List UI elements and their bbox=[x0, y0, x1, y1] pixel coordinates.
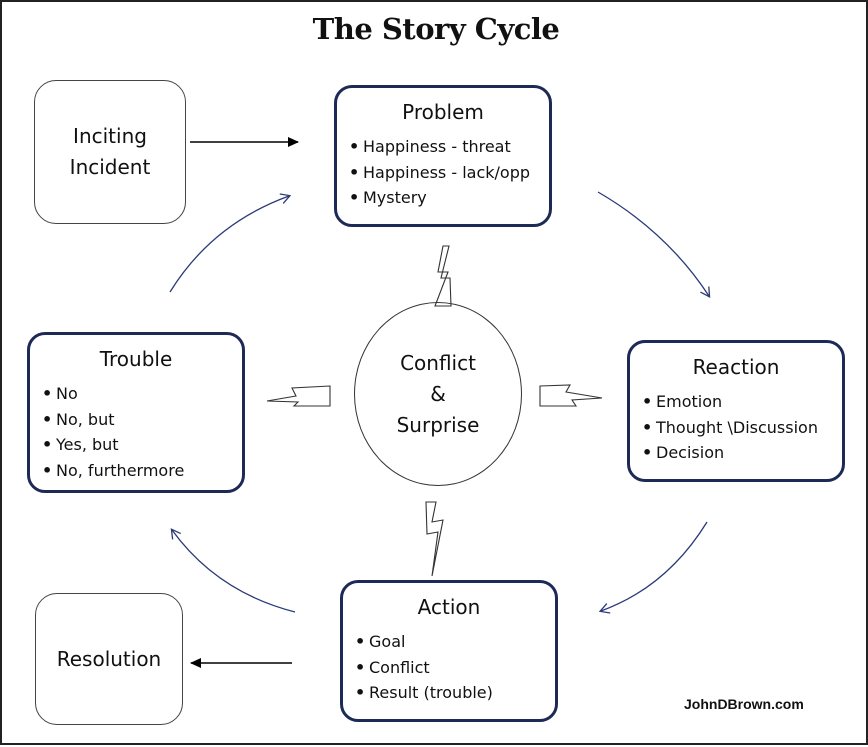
center-line-conflict: Conflict bbox=[400, 350, 476, 375]
bullet-icon: • bbox=[349, 188, 360, 207]
page-title: The Story Cycle bbox=[312, 12, 560, 46]
resolution-box: Resolution bbox=[35, 593, 183, 725]
bullet-icon: • bbox=[642, 417, 653, 437]
reaction-title: Reaction bbox=[692, 355, 780, 379]
conflict-surprise-circle: Conflict & Surprise bbox=[354, 302, 522, 486]
bullet-icon: • bbox=[42, 409, 53, 429]
action-to-trouble-arrow bbox=[170, 528, 296, 613]
bullet-icon: • bbox=[42, 460, 53, 480]
trouble-to-problem-arrow bbox=[169, 193, 292, 293]
trouble-list: •No •No, but •Yes, but •No, furthermore bbox=[30, 381, 242, 483]
bullet-icon: • bbox=[642, 392, 653, 411]
resolution-label: Resolution bbox=[56, 646, 162, 671]
lightning-bolt-left-icon bbox=[266, 385, 331, 407]
reaction-to-action-arrow bbox=[598, 521, 708, 614]
center-line-surprise: Surprise bbox=[396, 412, 480, 437]
lightning-bolt-up-icon bbox=[434, 245, 452, 307]
action-box: Action •Goal •Conflict •Result (trouble) bbox=[340, 580, 558, 722]
list-item: •Goal bbox=[355, 629, 555, 655]
site-credit: JohnDBrown.com bbox=[684, 696, 804, 712]
bullet-icon: • bbox=[349, 137, 360, 156]
list-item: •No, furthermore bbox=[42, 458, 242, 484]
reaction-list: •Emotion •Thought \Discussion •Decision bbox=[630, 389, 842, 466]
list-item: •Thought \Discussion bbox=[642, 415, 842, 441]
inciting-incident-label: Inciting Incident bbox=[69, 124, 151, 179]
list-item: •Happiness - lack/opp bbox=[349, 160, 549, 186]
list-item: •Emotion bbox=[642, 389, 842, 415]
problem-box: Problem •Happiness - threat •Happiness -… bbox=[334, 85, 552, 227]
bullet-icon: • bbox=[349, 162, 360, 182]
list-item: •Result (trouble) bbox=[355, 680, 555, 706]
bullet-icon: • bbox=[355, 632, 366, 651]
list-item: •No, but bbox=[42, 407, 242, 433]
lightning-bolt-right-icon bbox=[539, 384, 603, 407]
inciting-incident-box: Inciting Incident bbox=[34, 80, 186, 224]
problem-title: Problem bbox=[402, 100, 484, 124]
list-item: •Happiness - threat bbox=[349, 134, 549, 160]
center-line-ampersand: & bbox=[430, 381, 446, 406]
problem-list: •Happiness - threat •Happiness - lack/op… bbox=[337, 134, 549, 211]
action-title: Action bbox=[417, 595, 481, 619]
bullet-icon: • bbox=[355, 657, 366, 677]
lightning-bolt-down-icon bbox=[425, 501, 444, 577]
list-item: •Yes, but bbox=[42, 432, 242, 458]
trouble-title: Trouble bbox=[99, 347, 173, 371]
list-item: •Decision bbox=[642, 440, 842, 466]
list-item: •Mystery bbox=[349, 185, 549, 211]
action-list: •Goal •Conflict •Result (trouble) bbox=[343, 629, 555, 706]
bullet-icon: • bbox=[642, 443, 653, 462]
bullet-icon: • bbox=[355, 683, 366, 702]
list-item: •Conflict bbox=[355, 655, 555, 681]
bullet-icon: • bbox=[42, 384, 53, 403]
bullet-icon: • bbox=[42, 435, 53, 454]
list-item: •No bbox=[42, 381, 242, 407]
trouble-box: Trouble •No •No, but •Yes, but •No, furt… bbox=[27, 332, 245, 493]
reaction-box: Reaction •Emotion •Thought \Discussion •… bbox=[627, 340, 845, 482]
problem-to-reaction-arrow bbox=[597, 191, 711, 298]
